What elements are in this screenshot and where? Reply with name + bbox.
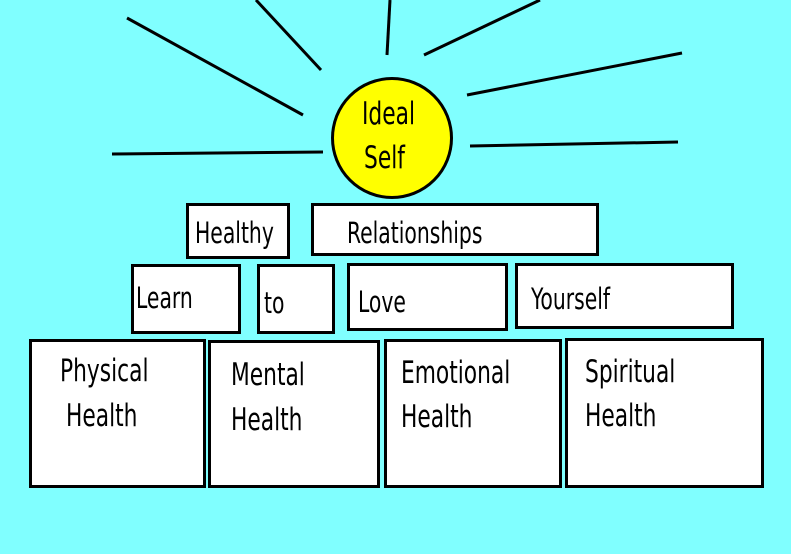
- healthy-label: Healthy: [195, 216, 274, 250]
- to-label: to: [264, 286, 285, 320]
- yourself-label: Yourself: [531, 282, 611, 316]
- spiritual-health-line1: Spiritual: [585, 354, 676, 390]
- mental-health-line1: Mental: [231, 357, 305, 393]
- emotional-health-box: [384, 339, 562, 488]
- sun-ray: [254, 0, 323, 72]
- ideal-self-sun: [331, 77, 453, 199]
- love-box: [347, 263, 508, 331]
- sun-label-line1: Ideal: [362, 96, 415, 132]
- sun-ray: [423, 0, 541, 57]
- physical-health-box: [29, 339, 206, 488]
- learn-box: [131, 264, 241, 334]
- healthy-box: [186, 203, 290, 259]
- mental-health-box: [208, 340, 380, 488]
- mental-health-line2: Health: [231, 402, 303, 438]
- sun-label-line2: Self: [364, 140, 405, 176]
- to-box: [257, 264, 335, 334]
- sun-ray: [111, 150, 324, 156]
- physical-health-line1: Physical: [60, 353, 149, 389]
- learn-label: Learn: [136, 281, 193, 315]
- sun-ray: [385, 0, 392, 56]
- love-label: Love: [358, 285, 406, 319]
- relationships-box: [311, 203, 599, 256]
- sun-ray: [126, 16, 304, 117]
- spiritual-health-box: [565, 338, 764, 488]
- physical-health-line2: Health: [66, 398, 138, 434]
- yourself-box: [515, 263, 734, 329]
- emotional-health-line1: Emotional: [401, 355, 511, 391]
- relationships-label: Relationships: [347, 216, 483, 250]
- emotional-health-line2: Health: [401, 399, 473, 435]
- spiritual-health-line2: Health: [585, 398, 657, 434]
- sun-ray: [469, 140, 679, 148]
- sun-ray: [466, 51, 683, 97]
